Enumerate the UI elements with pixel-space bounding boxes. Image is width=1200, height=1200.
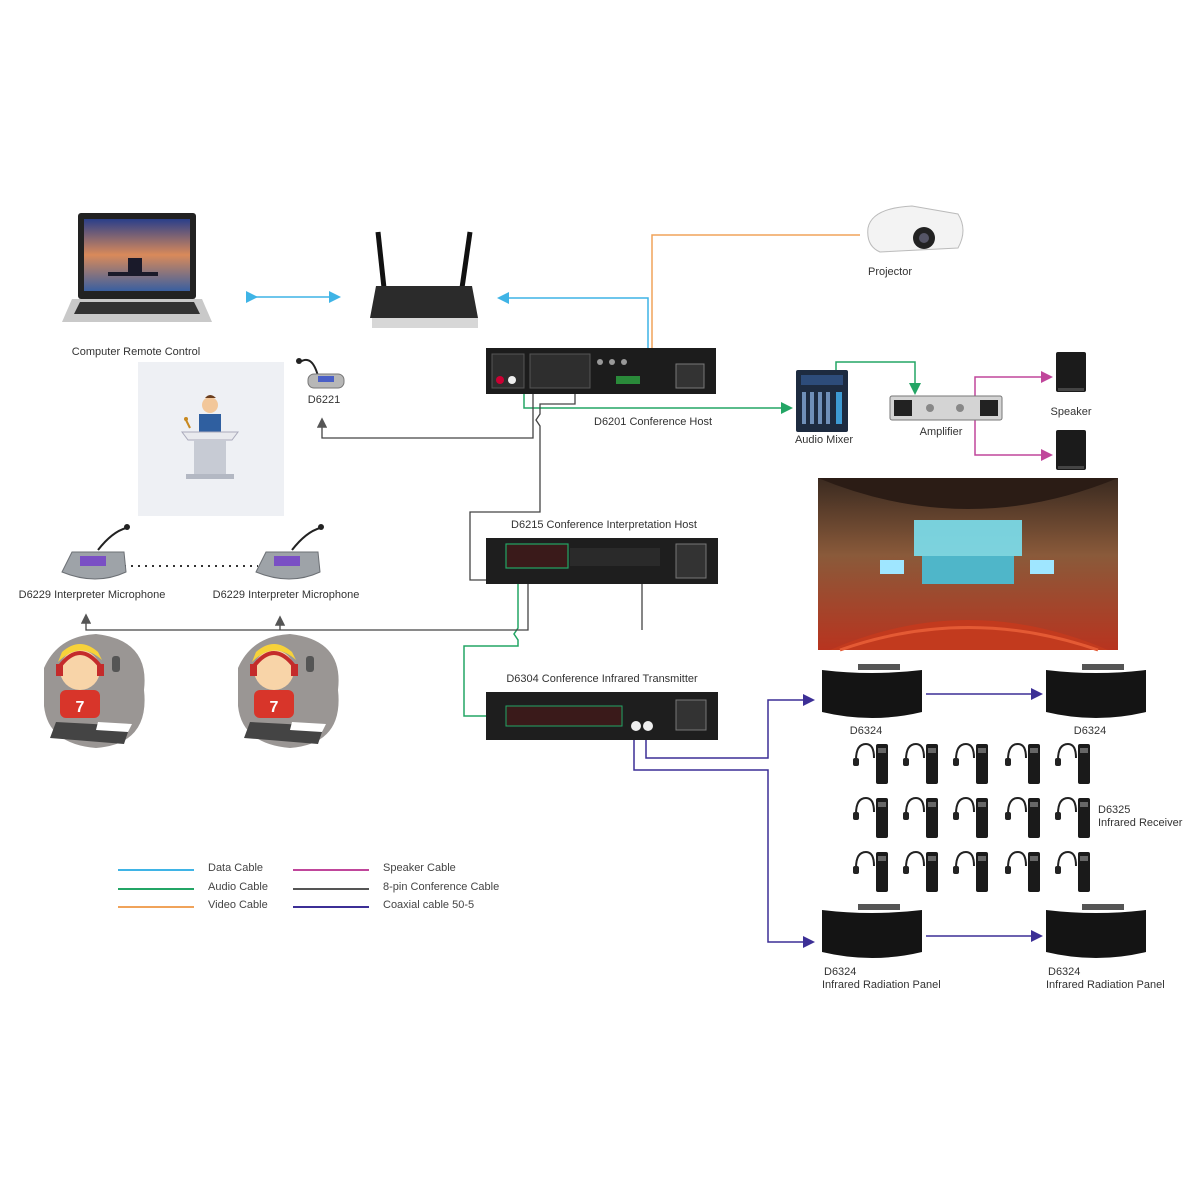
interpretation-host-device bbox=[486, 538, 718, 584]
coax-cable-top bbox=[645, 694, 815, 759]
label-interpretation-host: D6215 Conference Interpretation Host bbox=[511, 519, 697, 531]
label-panel-bottom-right-name: Infrared Radiation Panel bbox=[1046, 979, 1165, 991]
video-cable-host-projector bbox=[651, 234, 860, 360]
interpreter-microphone-2-icon bbox=[255, 524, 324, 580]
radiation-panel-bottom-left bbox=[822, 904, 922, 958]
label-receiver-name: Infrared Receiver bbox=[1098, 817, 1183, 829]
auditorium-photo bbox=[818, 478, 1118, 652]
ir-receiver-icon bbox=[853, 850, 888, 892]
conf-cable-host-interp bbox=[469, 392, 576, 581]
legend-swatch bbox=[118, 869, 194, 871]
label-ir-transmitter: D6304 Conference Infrared Transmitter bbox=[506, 673, 698, 685]
coax-cable-bottom bbox=[633, 738, 815, 948]
legend-label: Video Cable bbox=[208, 899, 268, 911]
conf-cable-interp-mics bbox=[80, 584, 529, 631]
conf-cable-host-chairman bbox=[316, 392, 534, 439]
label-chairman-mic: D6221 bbox=[307, 394, 341, 406]
label-conference-host: D6201 Conference Host bbox=[594, 416, 713, 428]
ir-receiver-icon bbox=[1005, 742, 1040, 784]
label-interpreter-mic-2: D6229 Interpreter Microphone bbox=[212, 589, 360, 601]
ir-receiver-icon bbox=[1055, 796, 1090, 838]
ir-receiver-icon bbox=[953, 796, 988, 838]
label-computer-remote-control: Computer Remote Control bbox=[71, 346, 201, 358]
audio-cable-mixer-amp bbox=[835, 361, 921, 395]
conference-host-device bbox=[486, 348, 716, 394]
legend-swatch bbox=[293, 906, 369, 908]
legend-label: Coaxial cable 50-5 bbox=[383, 899, 475, 911]
legend-swatch bbox=[118, 888, 194, 890]
podium-illustration bbox=[138, 362, 284, 516]
ir-receiver-icon bbox=[953, 850, 988, 892]
ir-receiver-icon bbox=[903, 742, 938, 784]
label-panel-top-right: D6324 bbox=[1073, 725, 1107, 737]
data-cable-host-router bbox=[497, 292, 649, 358]
ir-receiver-icon bbox=[903, 796, 938, 838]
legend-label: 8-pin Conference Cable bbox=[383, 881, 500, 893]
laptop-icon bbox=[62, 213, 212, 322]
label-amplifier: Amplifier bbox=[919, 426, 963, 438]
shirt-number-1: 7 bbox=[76, 699, 85, 716]
ir-receiver-icon bbox=[903, 850, 938, 892]
amplifier-icon bbox=[889, 395, 1003, 421]
speaker-top-icon bbox=[1056, 352, 1086, 392]
ir-transmitter-device bbox=[486, 692, 718, 740]
ir-receiver-icon bbox=[853, 742, 888, 784]
ir-receiver-icon bbox=[1055, 742, 1090, 784]
label-interpreter-mic-1: D6229 Interpreter Microphone bbox=[18, 589, 166, 601]
speaker-cable-bottom bbox=[974, 418, 1053, 461]
radiation-panel-top-right bbox=[1046, 664, 1146, 718]
projector-icon bbox=[867, 205, 964, 253]
router-icon bbox=[370, 231, 478, 328]
label-projector: Projector bbox=[867, 266, 913, 278]
label-panel-top-left: D6324 bbox=[849, 725, 883, 737]
ir-receiver-grid bbox=[853, 742, 1090, 892]
legend-label: Audio Cable bbox=[208, 881, 268, 893]
legend-swatch bbox=[293, 869, 369, 871]
ir-receiver-icon bbox=[1005, 850, 1040, 892]
legend-label: Data Cable bbox=[208, 862, 264, 874]
ir-receiver-icon bbox=[1055, 850, 1090, 892]
interpreter-microphone-1-icon bbox=[61, 524, 130, 580]
ir-receiver-icon bbox=[953, 742, 988, 784]
interpreter-cartoon-2: 7 bbox=[238, 634, 339, 748]
legend-swatch bbox=[118, 906, 194, 908]
interpreter-cartoon-1: 7 bbox=[44, 634, 145, 748]
speaker-bottom-icon bbox=[1056, 430, 1086, 470]
label-panel-bottom-right-model: D6324 bbox=[1048, 966, 1081, 978]
shirt-number-2: 7 bbox=[270, 699, 279, 716]
chairman-microphone-icon bbox=[296, 358, 345, 389]
label-speaker: Speaker bbox=[1050, 406, 1092, 418]
label-panel-bottom-left-model: D6324 bbox=[824, 966, 857, 978]
speaker-cable-top bbox=[974, 371, 1053, 400]
radiation-panel-bottom-right bbox=[1046, 904, 1146, 958]
audio-mixer-icon bbox=[796, 370, 848, 432]
legend-swatch bbox=[293, 888, 369, 890]
label-audio-mixer: Audio Mixer bbox=[794, 434, 854, 446]
audio-cable-interp-transmitter bbox=[463, 582, 519, 717]
label-panel-bottom-left-name: Infrared Radiation Panel bbox=[822, 979, 941, 991]
label-receiver-model: D6325 bbox=[1098, 804, 1131, 816]
legend-label: Speaker Cable bbox=[383, 862, 456, 874]
ir-receiver-icon bbox=[1005, 796, 1040, 838]
radiation-panel-top-left bbox=[822, 664, 922, 718]
ir-receiver-icon bbox=[853, 796, 888, 838]
audio-cable-host-mixer bbox=[523, 392, 793, 414]
